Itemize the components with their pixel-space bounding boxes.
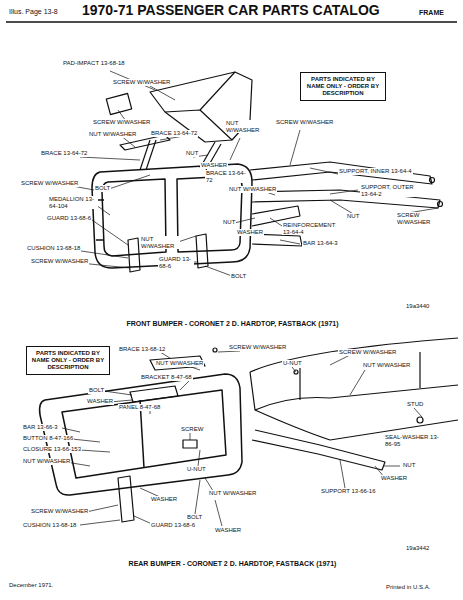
rear-body [250,338,458,440]
part-callout: WASHER [86,398,114,405]
note-box: PARTS INDICATED BY NAME ONLY - ORDER BY … [26,346,110,375]
page-reference: Illus. Page 13-8 [8,8,59,16]
part-callout: SCREW W/WASHER [112,79,171,86]
part-callout: WASHER [214,527,242,534]
part-callout: NUT [346,213,360,220]
part-callout: SCREW W/WASHER [275,119,334,126]
part-callout: NUT W/WASHER [225,120,257,133]
bumper-guard [128,234,208,272]
bumper-support [250,162,443,246]
part-callout: NUT [402,462,416,469]
part-callout: STUD [406,401,424,408]
printer-note: Printed in U.S.A. [385,584,431,591]
part-callout: SCREW W/WASHER [338,349,397,356]
front-bumper-bar [92,164,252,268]
figure-caption: FRONT BUMPER - CORONET 2 D. HARDTOP, FAS… [0,320,463,328]
header-rule [6,21,457,23]
part-callout: SCREW W/WASHER [20,180,79,187]
part-callout: BOLT [88,387,105,394]
part-callout: BRACE 13-68-12 [118,346,166,353]
part-callout: NUT W/WASHER [208,490,257,497]
part-callout: BAR 13-64-3 [302,240,339,247]
note-text: PARTS INDICATED BY NAME ONLY - ORDER BY … [303,76,383,97]
part-callout: CUSHION 13-68-18 [22,522,77,529]
part-callout: SCREW W/WASHER [30,508,89,515]
part-callout: NUT W/WASHER [362,362,411,369]
part-callout: SCREW W/WASHER [30,258,89,265]
section-name: FRAME [418,9,445,17]
part-callout: SUPPORT, INNER 13-64-4 [338,168,413,175]
part-callout: NUT W/WASHER [22,458,71,465]
part-callout: GUARD 13-68-6 [46,215,92,222]
part-callout: REINFORCEMENT 13-64-4 [282,222,346,235]
part-callout: SCREW W/WASHER [228,344,287,351]
leader-line [62,351,422,526]
part-callout: WASHER [150,496,178,503]
part-callout: NUT [185,150,199,157]
part-callout: SCREW W/WASHER [92,119,151,126]
part-callout: BOLT [186,514,203,521]
part-callout: WASHER [380,475,408,482]
part-callout: BRACKET 8-47-68 [140,374,193,381]
part-callout: BUTTON 8-47-166 [22,435,74,442]
figure-number: 19a3440 [405,303,430,310]
part-callout: U-NUT [282,360,303,367]
part-callout: BRACE 13-64-72 [205,170,247,183]
part-callout: U-NUT [186,466,207,473]
figure-caption: REAR BUMPER - CORONET 2 D. HARDTOP, FAST… [0,560,463,568]
note-box: PARTS INDICATED BY NAME ONLY - ORDER BY … [300,72,386,101]
rear-bracket [118,348,385,522]
part-callout: PAD-IMPACT 13-68-18 [62,60,126,67]
part-callout: BRACE 13-64-72 [40,150,88,157]
part-callout: CUSHION 13-68-18 [26,245,81,252]
part-callout: NUT [222,219,236,226]
print-date: December 1971. [8,582,54,589]
part-callout: WASHER [200,162,228,169]
figure-number: 19a3442 [405,545,430,552]
part-callout: BOLT [230,273,247,280]
part-callout: BAR 13-66-3 [22,424,59,431]
part-callout: GUARD 13-68-6 [158,256,194,269]
part-callout: WASHER [236,229,264,236]
catalog-title: 1970-71 PASSENGER CAR PARTS CATALOG [82,2,380,18]
part-callout: SUPPORT 13-66-16 [320,488,376,495]
part-callout: NUT W/WASHER [140,236,180,249]
part-callout: MEDALLION 13-64-104 [48,196,98,209]
leader-line [62,71,438,276]
part-callout: SEAL-WASHER 13-86-95 [384,434,441,447]
part-callout: NUT W/WASHER [155,360,204,367]
part-callout: SUPPORT, OUTER 13-64-2 [360,184,420,197]
note-text: PARTS INDICATED BY NAME ONLY - ORDER BY … [29,350,107,371]
part-callout: PANEL 8-47-68 [118,404,161,411]
part-callout: SCREW [180,426,204,433]
part-callout: BRACE 13-64-72 [150,130,198,137]
part-callout: BOLT [94,185,111,192]
part-callout: GUARD 13-68-6 [150,522,196,529]
part-callout: SCREW W/WASHER [396,212,440,225]
part-callout: NUT W/WASHER [228,186,277,193]
part-callout: CLOSURE 13-66-153 [22,446,82,453]
part-callout: NUT W/WASHER [88,131,137,138]
